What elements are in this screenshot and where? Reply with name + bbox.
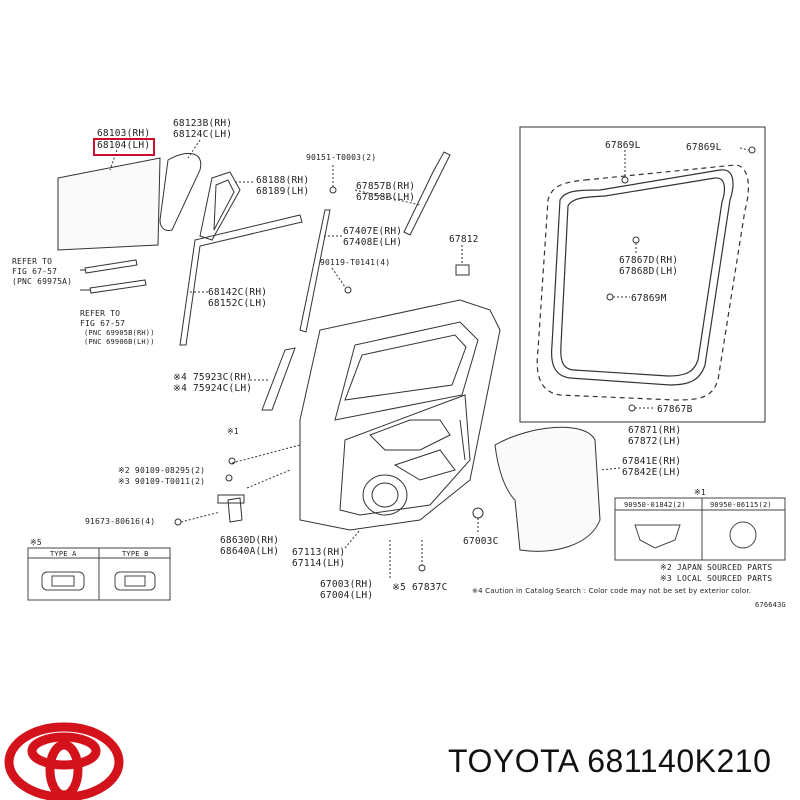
label-clip-67837c: ※5 67837C	[392, 582, 448, 593]
label-panel-rh: 67113(RH)	[292, 547, 346, 558]
label-quarter-lh: 68124C(LH)	[173, 129, 233, 140]
label-opening-lh: 67872(LH)	[628, 436, 682, 447]
quarter-glass	[159, 152, 202, 231]
label-plug-67003c: 67003C	[463, 536, 499, 547]
toyota-logo	[4, 722, 124, 800]
label-door-lh: 67004(LH)	[320, 590, 374, 601]
label-hinge-rh: 68630D(RH)	[220, 535, 280, 546]
label-weather-rh: 67867D(RH)	[619, 255, 679, 266]
label-glass-rh: 68103(RH)	[97, 128, 151, 139]
door-tape	[261, 347, 296, 411]
note-color-caution: ※4 Caution in Catalog Search : Color cod…	[472, 587, 752, 595]
label-refer2-line3: (PNC 69905B(RH))	[84, 329, 155, 337]
label-run-lh: 68152C(LH)	[208, 298, 268, 309]
note-local-sourced: ※3 LOCAL SOURCED PARTS	[660, 574, 773, 583]
belt-strip-2	[89, 279, 147, 294]
label-belt-lh: 67858B(LH)	[356, 192, 416, 203]
label-bolt-90109b: ※3 90109-T0011(2)	[118, 477, 206, 486]
label-clip-67869m: 67869M	[631, 293, 667, 304]
label-seal-rh: 67841E(RH)	[622, 456, 682, 467]
label-frame-rh: 67407E(RH)	[343, 226, 403, 237]
label-clip-90151: 90151-T0003(2)	[306, 153, 377, 162]
label-weatherstrip-lh: 68189(LH)	[256, 186, 310, 197]
door-hinge	[227, 497, 243, 523]
label-weather-67869l-b: 67869L	[686, 142, 722, 153]
opening-trim	[536, 164, 749, 401]
label-col2: 90950-06115(2)	[710, 501, 772, 509]
label-panel-lh: 67114(LH)	[292, 558, 346, 569]
figure-code: 676643G	[755, 601, 786, 609]
label-glass-lh-highlighted: 68104(LH)	[97, 140, 151, 151]
label-refer1-line3: (PNC 69975A)	[12, 277, 73, 286]
rear-door-shell	[299, 299, 501, 531]
label-run-rh: 68142C(RH)	[208, 287, 268, 298]
label-screw-91673: 91673-80616(4)	[85, 517, 156, 526]
note-japan-sourced: ※2 JAPAN SOURCED PARTS	[660, 563, 773, 572]
label-tape-rh: ※4 75923C(RH)	[173, 372, 253, 383]
label-mark-x1b: ※1	[694, 488, 706, 497]
label-belt-rh: 67857B(RH)	[356, 181, 416, 192]
belt-strip-1	[84, 259, 138, 274]
label-clip-90119: 90119-T0141(4)	[320, 258, 391, 267]
label-hinge-lh: 68640A(LH)	[220, 546, 280, 557]
label-refer2-line1: REFER TO	[80, 309, 121, 318]
label-weather-67869l-a: 67869L	[605, 140, 641, 151]
cover-67812	[455, 264, 470, 276]
label-weatherstrip-rh: 68188(RH)	[256, 175, 310, 186]
label-seal-lh: 67842E(LH)	[622, 467, 682, 478]
label-mark-x5: ※5	[30, 538, 42, 547]
label-col1: 90950-01842(2)	[624, 501, 686, 509]
label-mark-x1: ※1	[227, 427, 239, 436]
label-cover-67812: 67812	[449, 234, 479, 245]
label-refer2-line4: (PNC 69906B(LH))	[84, 338, 155, 346]
label-type-b: TYPE B	[122, 550, 149, 558]
label-tape-lh: ※4 75924C(LH)	[173, 383, 253, 394]
label-refer1-line2: FIG 67-57	[12, 267, 58, 276]
highlighted-part-box	[93, 138, 155, 156]
label-quarter-rh: 68123B(RH)	[173, 118, 233, 129]
weatherstrip-inset-box	[519, 126, 766, 423]
clip-table	[614, 497, 786, 561]
door-weatherstrip	[550, 169, 734, 386]
label-refer1-line1: REFER TO	[12, 257, 53, 266]
label-clip-67867b: 67867B	[657, 404, 693, 415]
label-door-rh: 67003(RH)	[320, 579, 374, 590]
brand-part-number-caption: TOYOTA 681140K210	[448, 743, 772, 779]
label-type-a: TYPE A	[50, 550, 77, 558]
label-refer2-line2: FIG 67-57	[80, 319, 126, 328]
plug-67003c	[472, 507, 484, 519]
belt-moulding	[403, 151, 451, 236]
label-weather-lh: 67868D(LH)	[619, 266, 679, 277]
quarter-weatherstrip	[199, 171, 241, 241]
window-run	[179, 214, 303, 346]
label-frame-lh: 67408E(LH)	[343, 237, 403, 248]
door-glass	[57, 157, 161, 251]
service-hole-cover	[494, 426, 601, 552]
label-bolt-90109a: ※2 90109-08295(2)	[118, 466, 206, 475]
label-opening-rh: 67871(RH)	[628, 425, 682, 436]
door-frame-moulding	[299, 209, 331, 333]
